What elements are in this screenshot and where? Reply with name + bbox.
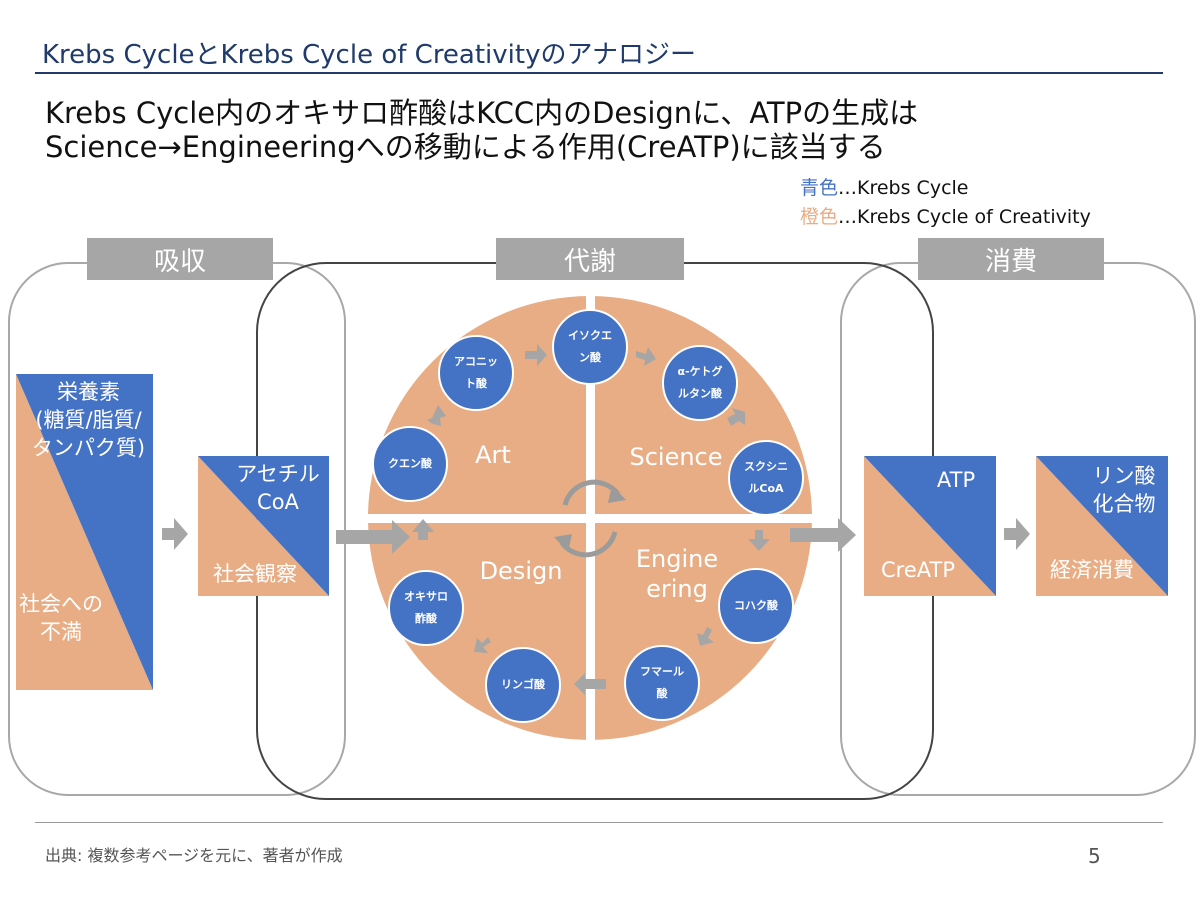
- node-aconitate: アコニッ ト酸: [438, 335, 514, 411]
- phase-consume: 消費: [918, 238, 1104, 280]
- node-ketoglutarate: α-ケトグ ルタン酸: [662, 345, 738, 421]
- arrow-malate-oxaloacetate: [474, 637, 491, 653]
- nutrients-blue-label: 栄養素 (糖質/脂質/ タンパク質): [31, 380, 146, 460]
- quadrant-science: Science: [629, 443, 723, 471]
- arrow-fumarate-malate: [574, 673, 606, 695]
- cycle-arrows: [412, 344, 770, 695]
- legend-blue-text: …Krebs Cycle: [838, 177, 969, 199]
- footer-divider: [35, 822, 1163, 823]
- phase-absorb: 吸収: [87, 238, 273, 280]
- node-citrate: クエン酸: [372, 426, 448, 502]
- center-arrowhead-top: [608, 485, 626, 503]
- node-succinyl-coa: スクシニ ルCoA: [728, 440, 804, 516]
- legend-blue-label: 青色: [800, 177, 839, 199]
- subtitle-line-1: Krebs Cycle内のオキサロ酢酸はKCC内のDesignに、ATPの生成は: [45, 96, 919, 130]
- legend-blue: 青色…Krebs Cycle: [800, 173, 968, 200]
- atp-blue-label: ATP: [936, 468, 976, 492]
- node-oxaloacetate: オキサロ 酢酸: [388, 570, 464, 646]
- arrow-succinyl-succinate: [748, 530, 770, 551]
- quadrant-engineering: Engine ering: [635, 545, 719, 603]
- arrow-oxaloacetate-citrate: [412, 519, 434, 540]
- node-fumarate: フマール 酸: [624, 645, 700, 721]
- arrow-cycle-atp: [790, 518, 856, 552]
- phase-metabolism: 代謝: [496, 238, 684, 280]
- title-divider: [35, 72, 1163, 74]
- legend-orange: 橙色…Krebs Cycle of Creativity: [800, 202, 1091, 229]
- atp-box: ATP CreATP: [864, 456, 996, 596]
- atp-split: [864, 456, 996, 596]
- legend-orange-text: …Krebs Cycle of Creativity: [838, 206, 1091, 228]
- arrow-ketoglutarate-succinyl: [727, 408, 745, 426]
- arrow-isocitrate-ketoglutarate: [636, 347, 656, 366]
- arrow-atp-phosphate: [1004, 518, 1030, 550]
- arrow-succinate-fumarate: [697, 627, 714, 646]
- horizontal-gap: [362, 514, 818, 523]
- subtitle-line-2: Science→Engineeringへの移動による作用(CreATP)に該当す…: [45, 130, 886, 164]
- node-succinate: コハク酸: [718, 568, 794, 644]
- node-isocitrate: イソクエ ン酸: [552, 309, 628, 385]
- center-arrowhead-bottom: [554, 534, 572, 552]
- page-title: Krebs CycleとKrebs Cycle of Creativityのアナ…: [42, 40, 696, 70]
- phosphate-blue-label: リン酸 化合物: [1092, 464, 1156, 516]
- acetyl-split: [198, 456, 329, 596]
- nutrients-split: [16, 374, 153, 690]
- nutrients-orange-label: 社会への 不満: [19, 592, 103, 644]
- phosphate-box: リン酸 化合物 経済消費: [1036, 456, 1168, 596]
- arrow-nutrients-acetyl: [162, 518, 188, 550]
- phosphate-orange-label: 経済消費: [1050, 558, 1134, 582]
- arrow-acetyl-cycle: [336, 520, 410, 554]
- legend-orange-label: 橙色: [800, 206, 839, 228]
- acetyl-orange-label: 社会観察: [213, 562, 297, 586]
- node-malate: リンゴ酸: [485, 647, 561, 723]
- acetyl-blue-label: アセチル CoA: [236, 462, 320, 514]
- nutrients-box: 栄養素 (糖質/脂質/ タンパク質) 社会への 不満: [16, 374, 153, 690]
- phosphate-split: [1036, 456, 1168, 596]
- subtitle: Krebs Cycle内のオキサロ酢酸はKCC内のDesignに、ATPの生成は…: [45, 96, 918, 164]
- quadrant-art: Art: [475, 441, 511, 469]
- page-number: 5: [1088, 844, 1101, 868]
- arrow-citrate-aconitate: [427, 405, 446, 426]
- arrow-aconitate-isocitrate: [525, 344, 547, 366]
- acetyl-coa-box: アセチル CoA 社会観察: [198, 456, 329, 596]
- quadrant-design: Design: [479, 557, 563, 585]
- flow-arrows: [162, 518, 1030, 554]
- source-note: 出典: 複数参考ページを元に、著者が作成: [45, 846, 343, 865]
- atp-orange-label: CreATP: [881, 558, 955, 582]
